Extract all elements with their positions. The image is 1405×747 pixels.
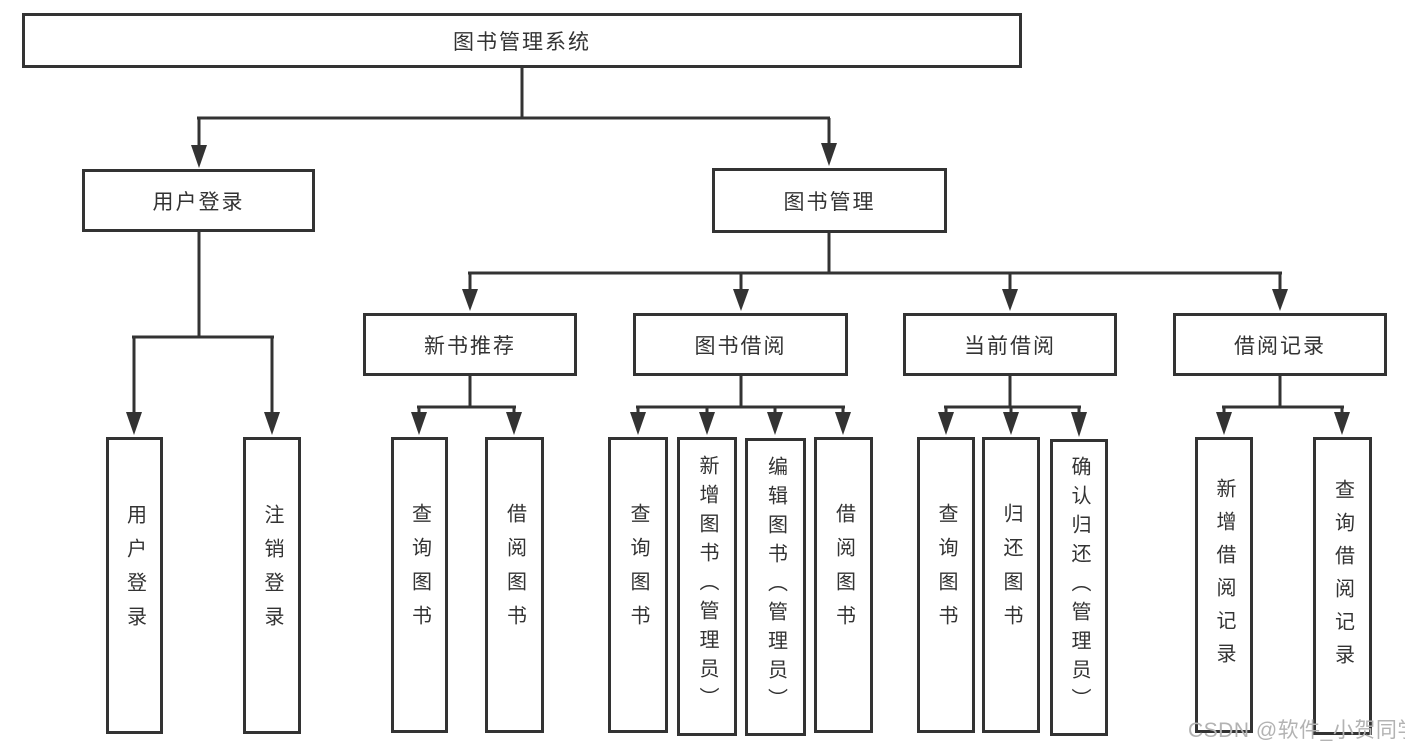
node-book-management: 图书管理 bbox=[712, 168, 947, 233]
node-query-borrow-record-label: 查询借阅记录 bbox=[1331, 479, 1354, 677]
node-borrow-books-2-label: 借阅图书 bbox=[832, 503, 855, 639]
node-query-books-2-label: 查询图书 bbox=[627, 503, 649, 639]
connector-book-mgmt-children bbox=[462, 231, 1288, 311]
node-user-login-leaf: 用户登录 bbox=[106, 437, 163, 734]
node-new-book-recommend: 新书推荐 bbox=[363, 313, 577, 376]
node-confirm-return-admin: 确认归还（管理员） bbox=[1050, 439, 1108, 736]
node-root-system-label: 图书管理系统 bbox=[453, 30, 591, 54]
node-confirm-return-admin-label: 确认归还（管理员） bbox=[1068, 456, 1090, 717]
node-borrowing-records: 借阅记录 bbox=[1173, 313, 1387, 376]
node-edit-books-admin-label: 编辑图书（管理员） bbox=[764, 455, 787, 717]
node-borrow-books-1-label: 借阅图书 bbox=[503, 503, 526, 639]
node-logout-label: 注销登录 bbox=[261, 503, 283, 640]
node-book-management-label: 图书管理 bbox=[783, 190, 876, 214]
node-root-system: 图书管理系统 bbox=[22, 13, 1022, 68]
node-book-borrowing-label: 图书借阅 bbox=[694, 334, 787, 358]
node-user-login: 用户登录 bbox=[82, 169, 315, 232]
node-query-books-2: 查询图书 bbox=[608, 437, 668, 733]
node-new-book-recommend-label: 新书推荐 bbox=[424, 334, 516, 358]
node-logout: 注销登录 bbox=[243, 437, 301, 734]
node-book-borrowing: 图书借阅 bbox=[633, 313, 848, 376]
node-borrow-books-2: 借阅图书 bbox=[814, 437, 873, 733]
node-current-borrowing-label: 当前借阅 bbox=[964, 334, 1056, 358]
node-borrowing-records-label: 借阅记录 bbox=[1234, 334, 1326, 358]
node-return-books-label: 归还图书 bbox=[1000, 503, 1022, 639]
connector-root-to-level2 bbox=[191, 66, 837, 168]
node-query-books-3-label: 查询图书 bbox=[935, 503, 957, 639]
node-edit-books-admin: 编辑图书（管理员） bbox=[745, 438, 806, 736]
node-query-borrow-record: 查询借阅记录 bbox=[1313, 437, 1372, 735]
connector-user-login-children bbox=[126, 230, 280, 435]
node-query-books-3: 查询图书 bbox=[917, 437, 975, 733]
csdn-watermark: CSDN @软件_小贺同学 bbox=[1188, 719, 1405, 742]
node-query-books-1-label: 查询图书 bbox=[408, 503, 431, 639]
node-return-books: 归还图书 bbox=[982, 437, 1040, 733]
connector-new-book-rec-children bbox=[411, 374, 522, 435]
node-user-login-leaf-label: 用户登录 bbox=[123, 503, 146, 640]
connector-borrow-records-children bbox=[1216, 374, 1350, 435]
node-add-books-admin-label: 新增图书（管理员） bbox=[696, 455, 718, 716]
connector-current-borrow-children bbox=[938, 374, 1087, 437]
node-add-borrow-record: 新增借阅记录 bbox=[1195, 437, 1253, 733]
node-add-borrow-record-label: 新增借阅记录 bbox=[1213, 478, 1235, 676]
node-add-books-admin: 新增图书（管理员） bbox=[677, 437, 737, 736]
node-current-borrowing: 当前借阅 bbox=[903, 313, 1117, 376]
node-user-login-label: 用户登录 bbox=[152, 190, 245, 214]
connector-book-borrow-children bbox=[630, 374, 851, 435]
node-borrow-books-1: 借阅图书 bbox=[485, 437, 544, 733]
node-query-books-1: 查询图书 bbox=[391, 437, 448, 733]
